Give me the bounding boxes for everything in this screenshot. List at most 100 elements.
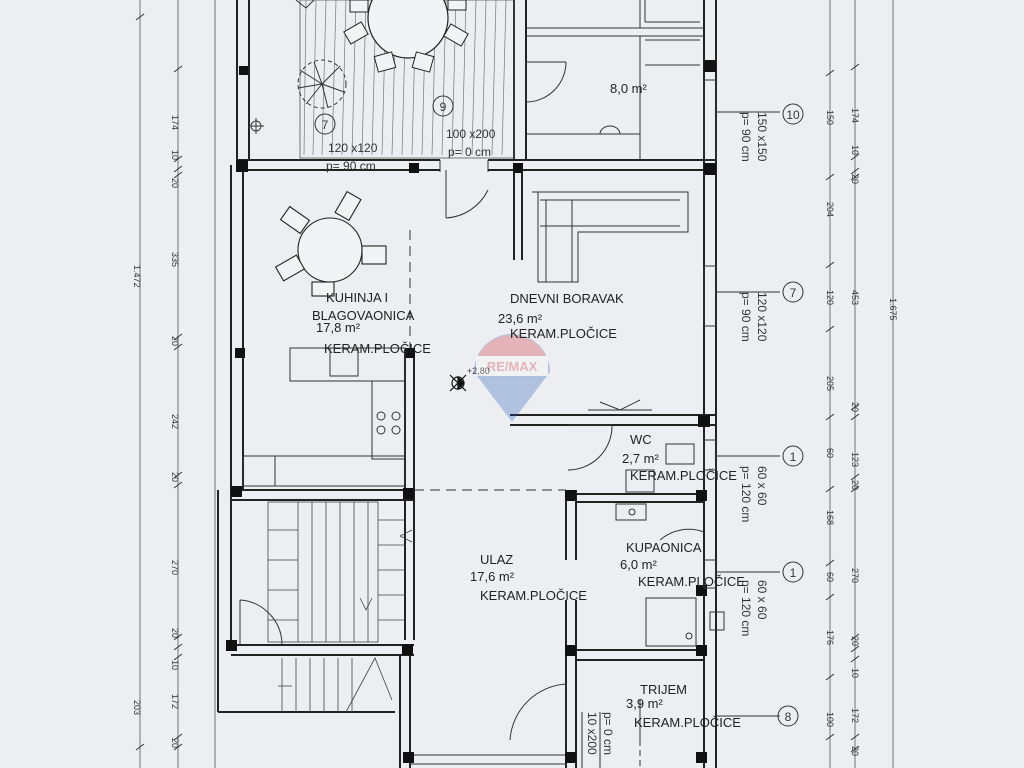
dim-right-inner-168: 168 bbox=[825, 510, 835, 525]
dim-right-mid-20d: 20 bbox=[850, 636, 860, 646]
svg-text:RE/MAX: RE/MAX bbox=[487, 359, 538, 374]
left-dimension-lines: 174 10 20 335 20 242 20 270 20 10 172 20… bbox=[132, 0, 216, 768]
stair-door-swing bbox=[239, 599, 283, 646]
dim-right-mid-270: 270 bbox=[850, 568, 860, 583]
dim-left-20c: 20 bbox=[170, 472, 180, 482]
room-label-kitchen: KUHINJA I BLAGOVAONICA 17,8 m² KERAM.PLO… bbox=[312, 290, 431, 356]
remax-logo-watermark: RE/MAX bbox=[474, 334, 550, 422]
dim-right-total: 1.675 bbox=[888, 298, 898, 321]
dim-right-inner-60b: 60 bbox=[825, 572, 835, 582]
sofa bbox=[532, 191, 689, 283]
room-label-porch: TRIJEM 3,9 m² KERAM.PLOČICE bbox=[626, 682, 741, 730]
room-label-entrance: ULAZ 17,6 m² KERAM.PLOČICE bbox=[470, 552, 587, 603]
dim-right-inner-150: 150 bbox=[825, 110, 835, 125]
dim-left-335: 335 bbox=[170, 252, 180, 267]
terrace-door-swing bbox=[439, 160, 489, 219]
opening-tag-7-left: 7 bbox=[314, 113, 336, 135]
columns bbox=[226, 60, 716, 763]
w10-sill: p= 90 cm bbox=[739, 112, 753, 162]
storage-door-swing bbox=[525, 61, 621, 135]
svg-text:KERAM.PLOČICE: KERAM.PLOČICE bbox=[480, 588, 587, 603]
opening-tag-1-wc: 1 bbox=[782, 445, 804, 467]
dim-left-total: 1.472 bbox=[132, 265, 142, 288]
dim-left-172: 172 bbox=[170, 694, 180, 709]
svg-text:17,6 m²: 17,6 m² bbox=[470, 569, 515, 584]
svg-text:8: 8 bbox=[785, 710, 792, 724]
w1-bath-sill: p= 120 cm bbox=[739, 580, 753, 636]
dim-left-20b: 20 bbox=[170, 336, 180, 346]
entrance-door-sill: p= 0 cm bbox=[601, 712, 615, 755]
svg-text:DNEVNI BORAVAK: DNEVNI BORAVAK bbox=[510, 291, 624, 306]
dim-right-inner-120: 120 bbox=[825, 290, 835, 305]
svg-text:7: 7 bbox=[790, 286, 797, 300]
terrace-window-size: 120 x120 bbox=[328, 141, 378, 155]
svg-text:7: 7 bbox=[322, 118, 329, 132]
tv-unit bbox=[588, 399, 652, 411]
svg-text:ULAZ: ULAZ bbox=[480, 552, 513, 567]
dim-right-mid-20e: 20 bbox=[850, 746, 860, 756]
dim-right-mid-123: 123 bbox=[850, 452, 860, 467]
right-wall-windows bbox=[703, 79, 780, 717]
svg-text:3,9 m²: 3,9 m² bbox=[626, 696, 664, 711]
svg-text:KERAM.PLOČICE: KERAM.PLOČICE bbox=[630, 468, 737, 483]
svg-text:1: 1 bbox=[790, 450, 797, 464]
dim-right-inner-176: 176 bbox=[825, 630, 835, 645]
svg-text:KERAM.PLOČICE: KERAM.PLOČICE bbox=[510, 326, 617, 341]
dim-left-174: 174 bbox=[170, 115, 180, 130]
dim-left-270: 270 bbox=[170, 560, 180, 575]
svg-text:TRIJEM: TRIJEM bbox=[640, 682, 687, 697]
opening-tag-7-right: 7 bbox=[782, 281, 804, 303]
dim-right-inner-204: 204 bbox=[825, 202, 835, 217]
entrance-door-swing bbox=[509, 683, 641, 768]
opening-tag-9: 9 bbox=[432, 95, 454, 117]
dim-left-10: 10 bbox=[170, 150, 180, 160]
staircase bbox=[267, 501, 413, 713]
svg-text:KERAM.PLOČICE: KERAM.PLOČICE bbox=[634, 715, 741, 730]
opening-tag-10: 10 bbox=[782, 103, 804, 125]
w1-wc-size: 60 x 60 bbox=[755, 466, 769, 506]
terrace-door-sill: p= 0 cm bbox=[448, 145, 491, 159]
svg-text:10: 10 bbox=[786, 108, 800, 122]
w1-wc-sill: p= 120 cm bbox=[739, 466, 753, 522]
storage-area: 8,0 m² bbox=[610, 81, 648, 96]
terrace-window-sill: p= 90 cm bbox=[326, 159, 376, 173]
dim-right-inner-100: 100 bbox=[825, 712, 835, 727]
dim-right-inner-60: 60 bbox=[825, 448, 835, 458]
level-marker-icon bbox=[449, 374, 467, 392]
crosshair-icon bbox=[248, 118, 264, 134]
room-label-living: DNEVNI BORAVAK 23,6 m² KERAM.PLOČICE bbox=[498, 291, 624, 341]
dim-left-242: 242 bbox=[170, 414, 180, 429]
terrace-door-size: 100 x200 bbox=[446, 127, 496, 141]
w1-bath-size: 60 x 60 bbox=[755, 580, 769, 620]
dim-right-mid-174: 174 bbox=[850, 108, 860, 123]
w10-size: 150 x150 bbox=[755, 112, 769, 162]
svg-text:WC: WC bbox=[630, 432, 652, 447]
terrace-dining-table bbox=[343, 0, 469, 73]
bathroom-fixtures bbox=[645, 528, 725, 647]
room-label-bathroom: KUPAONICA 6,0 m² KERAM.PLOČICE bbox=[620, 540, 745, 589]
dim-right-inner-205: 205 bbox=[825, 376, 835, 391]
svg-text:2,7 m²: 2,7 m² bbox=[622, 451, 660, 466]
svg-text:BLAGOVAONICA: BLAGOVAONICA bbox=[312, 308, 415, 323]
plant-icon bbox=[295, 0, 347, 109]
dim-right-mid-20b: 20 bbox=[850, 402, 860, 412]
wc-fixtures bbox=[567, 424, 695, 521]
dim-right-mid-20c: 20 bbox=[850, 480, 860, 490]
dim-right-mid-10: 10 bbox=[850, 145, 860, 155]
svg-text:KERAM.PLOČICE: KERAM.PLOČICE bbox=[324, 341, 431, 356]
dim-left-10b: 10 bbox=[170, 660, 180, 670]
svg-text:KUHINJA I: KUHINJA I bbox=[326, 290, 388, 305]
kitchen-dining-table bbox=[274, 190, 387, 297]
room-label-wc: WC 2,7 m² KERAM.PLOČICE bbox=[622, 432, 737, 483]
entrance-door-size: 10 x200 bbox=[585, 712, 599, 755]
dim-right-mid-172: 172 bbox=[850, 708, 860, 723]
dim-left-20: 20 bbox=[170, 178, 180, 188]
level-mark: +2,80 bbox=[467, 366, 490, 376]
w7-size: 120 x120 bbox=[755, 292, 769, 342]
opening-tag-8: 8 bbox=[777, 705, 799, 727]
svg-text:23,6 m²: 23,6 m² bbox=[498, 311, 543, 326]
opening-tag-1-bath: 1 bbox=[782, 561, 804, 583]
svg-text:1: 1 bbox=[790, 566, 797, 580]
dim-left-20d: 20 bbox=[170, 628, 180, 638]
